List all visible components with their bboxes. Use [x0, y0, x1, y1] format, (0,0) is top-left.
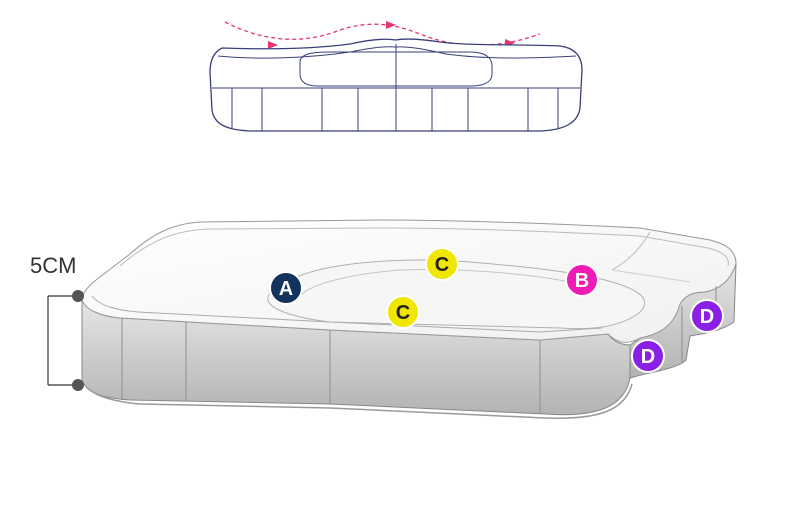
marker-C-upper: C [425, 247, 459, 281]
cushion-hollow-inner [299, 269, 571, 297]
marker-A-circle [269, 271, 303, 305]
marker-D-front-label: D [641, 346, 655, 368]
marker-D-right-label: D [700, 306, 714, 328]
marker-B-label: B [575, 270, 589, 292]
wireframe-center-hollow [299, 51, 493, 87]
dimension-dot-top [72, 290, 84, 302]
wireframe-side-view [209, 21, 583, 132]
dimension-label: 5CM [30, 253, 76, 278]
marker-D-right: D [690, 299, 724, 333]
marker-D-right-circle [690, 299, 724, 333]
marker-C-lower: C [386, 295, 420, 329]
dimension-bracket: 5CM [30, 253, 84, 391]
wireframe-segments [231, 44, 559, 131]
cushion-back-rim [119, 227, 729, 267]
cushion-rear-panel-line [611, 231, 651, 271]
marker-C-lower-circle [386, 295, 420, 329]
marker-C-upper-circle [425, 247, 459, 281]
marker-D-front: D [631, 339, 665, 373]
flow-arrowhead-2 [386, 21, 396, 29]
cushion-rear-panel-line-2 [611, 269, 691, 283]
cushion-top-rim [91, 295, 603, 333]
marker-C-lower-label: C [396, 302, 410, 324]
cushion-base-shadow [89, 383, 633, 419]
marker-A-label: A [279, 278, 293, 300]
dimension-dot-bottom [72, 379, 84, 391]
marker-B: B [565, 263, 599, 297]
marker-D-front-circle [631, 339, 665, 373]
marker-A: A [269, 271, 303, 305]
marker-C-upper-label: C [435, 254, 449, 276]
flow-arrowhead-1 [268, 41, 278, 49]
marker-B-circle [565, 263, 599, 297]
cushion-3d-view [81, 219, 737, 419]
